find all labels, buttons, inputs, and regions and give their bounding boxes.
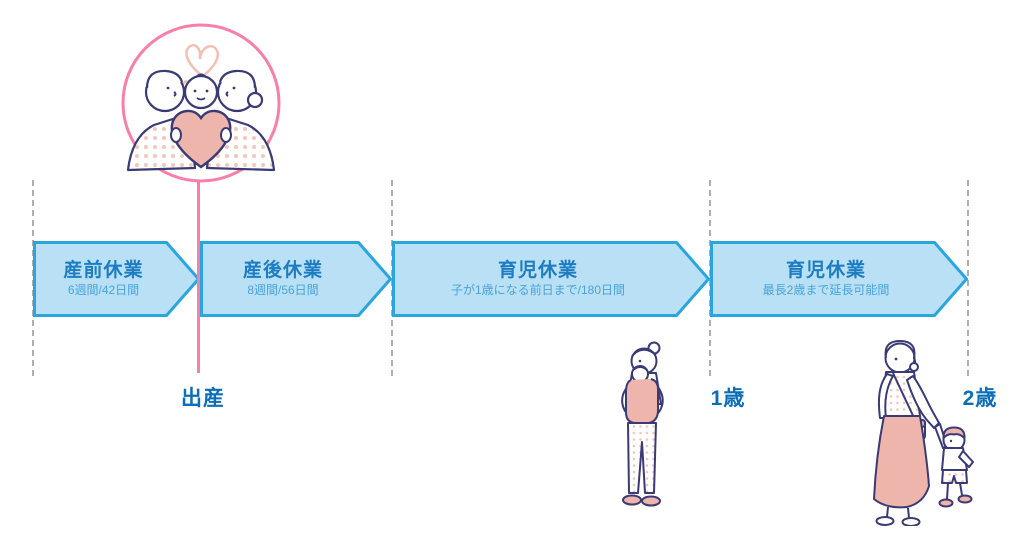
- arrow-shape: [33, 241, 200, 317]
- mother-walking-with-toddler-illustration: [873, 340, 974, 526]
- family-heart-illustration: [121, 23, 281, 183]
- stage-childcare-leave-extension: 育児休業 最長2歳まで延長可能間: [710, 241, 968, 317]
- birth-connector-line: [197, 181, 200, 373]
- arrow-shape: [200, 241, 392, 317]
- mother-carrying-baby-illustration: [621, 341, 664, 507]
- milestone-age-one: 1歳: [710, 387, 746, 410]
- milestone-birth: 出産: [181, 387, 225, 410]
- guide-line-age-two: [967, 180, 969, 376]
- arrow-shape: [710, 241, 968, 317]
- stage-postnatal-leave: 産後休業 8週間/56日間: [200, 241, 392, 317]
- arrow-shape: [392, 241, 710, 317]
- stage-childcare-leave-year1: 育児休業 子が1歳になる前日まで/180日間: [392, 241, 710, 317]
- milestone-age-two: 2歳: [962, 387, 998, 410]
- baby-face: [183, 73, 219, 110]
- stage-prenatal-leave: 産前休業 6週間/42日間: [33, 241, 200, 317]
